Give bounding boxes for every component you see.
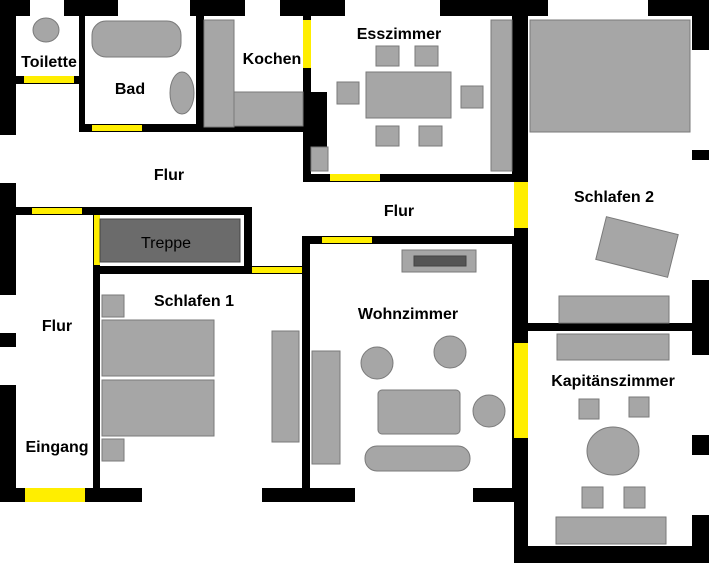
doors	[24, 20, 528, 502]
bathtub	[91, 20, 182, 58]
coffee-table	[377, 389, 461, 435]
label-schlafen2: Schlafen 2	[574, 189, 654, 206]
nightstand	[101, 438, 125, 462]
door-kapitaenszimmer	[514, 343, 528, 438]
room-labels: Toilette Bad Kochen Esszimmer Flur Flur …	[21, 26, 675, 456]
dining-chair	[414, 45, 439, 67]
round-table	[586, 426, 640, 476]
sideboard	[490, 19, 513, 172]
label-kochen: Kochen	[243, 51, 302, 68]
shelf	[311, 350, 341, 465]
door-schlafen2	[514, 182, 528, 228]
door-esszimmer	[330, 174, 380, 181]
stairs	[99, 218, 241, 263]
stool	[628, 396, 650, 418]
dining-chair	[336, 81, 360, 105]
door-treppe-top	[32, 208, 82, 214]
label-bad: Bad	[115, 81, 145, 98]
double-bed	[529, 19, 691, 133]
label-flur-middle: Flur	[384, 203, 414, 220]
tv-screen	[413, 255, 467, 267]
label-eingang: Eingang	[25, 439, 88, 456]
dresser	[558, 295, 670, 324]
furniture	[32, 17, 691, 545]
stool	[581, 486, 604, 509]
door-bad	[92, 125, 142, 131]
door-toilette	[24, 76, 74, 83]
bench	[556, 333, 670, 361]
stool	[578, 398, 600, 420]
nightstand	[101, 294, 125, 318]
bed-top	[101, 319, 215, 377]
dining-table	[365, 71, 452, 119]
label-esszimmer: Esszimmer	[357, 26, 442, 43]
kitchen-counter-bottom	[233, 91, 304, 127]
door-treppe-side	[94, 215, 100, 265]
bed-bottom	[101, 379, 215, 437]
label-flur-top: Flur	[154, 167, 184, 184]
door-wohnzimmer	[322, 237, 372, 243]
stool	[623, 486, 646, 509]
door-kochen	[303, 20, 311, 68]
dining-chair	[375, 45, 400, 67]
washbasin	[169, 71, 195, 115]
dining-chair	[418, 125, 443, 147]
label-kapitaenszimmer: Kapitänszimmer	[551, 373, 675, 390]
label-wohnzimmer: Wohnzimmer	[358, 306, 458, 323]
label-toilette: Toilette	[21, 54, 77, 71]
dining-chair	[460, 85, 484, 109]
sofa	[364, 445, 471, 472]
armchair	[360, 346, 394, 380]
label-flur-left: Flur	[42, 318, 72, 335]
toilet-bowl	[32, 17, 60, 43]
label-schlafen1: Schlafen 1	[154, 293, 234, 310]
long-cabinet	[555, 516, 667, 545]
windows	[0, 0, 709, 515]
dining-chair	[375, 125, 400, 147]
armchair	[472, 394, 506, 428]
wardrobe	[271, 330, 300, 443]
armchair	[433, 335, 467, 369]
door-eingang	[25, 488, 85, 502]
kitchen-counter-left	[203, 19, 235, 128]
label-treppe: Treppe	[141, 235, 191, 252]
corner-cabinet	[310, 146, 329, 172]
door-schlafen1	[252, 267, 302, 273]
desk	[595, 216, 679, 278]
